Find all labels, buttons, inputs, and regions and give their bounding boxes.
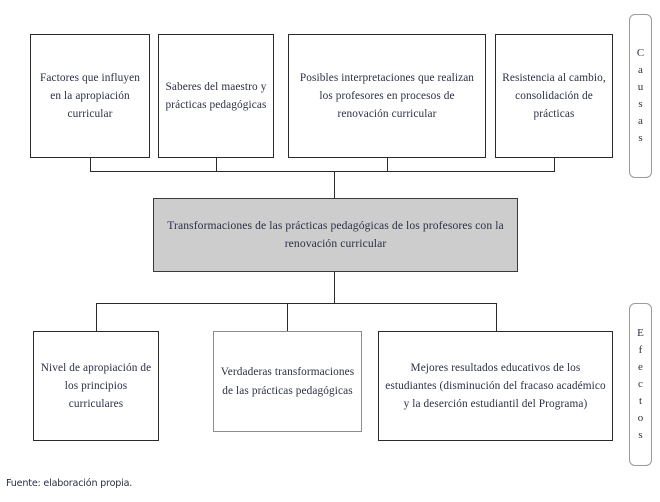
effect-box-3: Mejores resultados educativos de los est… bbox=[378, 331, 613, 441]
connector-center-to-effects bbox=[334, 272, 335, 304]
effect-box-2-label: Verdaderas transformaciones de las práct… bbox=[220, 366, 355, 397]
side-label-causas-char: a bbox=[638, 64, 643, 76]
cause-box-3: Posibles interpretaciones que realizan l… bbox=[288, 34, 486, 158]
side-label-efectos-char: s bbox=[638, 429, 643, 441]
side-label-causas: C a u s a s bbox=[629, 14, 652, 178]
connector-cause-3-drop bbox=[387, 158, 388, 172]
connector-cause-2-drop bbox=[216, 158, 217, 172]
cause-box-4: Resistencia al cambio, consolidación de … bbox=[495, 34, 613, 158]
effect-box-3-label: Mejores resultados educativos de los est… bbox=[385, 361, 606, 411]
cause-box-4-label: Resistencia al cambio, consolidación de … bbox=[502, 71, 606, 121]
cause-box-1-label: Factores que influyen en la apropiación … bbox=[40, 71, 140, 121]
connector-cause-1-drop bbox=[90, 158, 91, 172]
cause-box-2: Saberes del maestro y prácticas pedagógi… bbox=[158, 34, 274, 158]
cause-box-2-label: Saberes del maestro y prácticas pedagógi… bbox=[165, 80, 267, 111]
connector-causes-to-center bbox=[334, 171, 335, 198]
connector-effects-bus bbox=[96, 303, 496, 304]
cause-box-3-label: Posibles interpretaciones que realizan l… bbox=[299, 71, 475, 121]
effect-box-1-label: Nivel de apropiación de los principios c… bbox=[40, 361, 152, 411]
center-node: Transformaciones de las prácticas pedagó… bbox=[153, 198, 518, 272]
connector-effect-2-drop bbox=[287, 303, 288, 332]
cause-box-1: Factores que influyen en la apropiación … bbox=[30, 34, 150, 158]
effect-box-2: Verdaderas transformaciones de las práct… bbox=[213, 331, 362, 432]
side-label-efectos-char: e bbox=[638, 361, 643, 373]
side-label-causas-char: a bbox=[638, 115, 643, 127]
connector-effect-1-drop bbox=[96, 303, 97, 332]
side-label-causas-char: s bbox=[638, 98, 643, 110]
side-label-efectos-char: c bbox=[638, 378, 643, 390]
side-label-efectos-char: o bbox=[637, 412, 644, 424]
figure-source-caption: Fuente: elaboración propia. bbox=[6, 478, 133, 489]
side-label-efectos-char: t bbox=[638, 395, 643, 407]
side-label-efectos-char: f bbox=[638, 344, 643, 356]
side-label-efectos-char: E bbox=[637, 327, 644, 339]
center-node-label: Transformaciones de las prácticas pedagó… bbox=[167, 219, 504, 250]
connector-effect-3-drop bbox=[496, 303, 497, 332]
connector-cause-4-drop bbox=[554, 158, 555, 172]
side-label-causas-char: s bbox=[638, 132, 643, 144]
effect-box-1: Nivel de apropiación de los principios c… bbox=[33, 331, 159, 441]
side-label-causas-char: C bbox=[636, 47, 645, 59]
side-label-efectos: E f e c t o s bbox=[629, 303, 652, 466]
connector-causes-bus bbox=[90, 171, 555, 172]
side-label-causas-char: u bbox=[637, 81, 644, 93]
